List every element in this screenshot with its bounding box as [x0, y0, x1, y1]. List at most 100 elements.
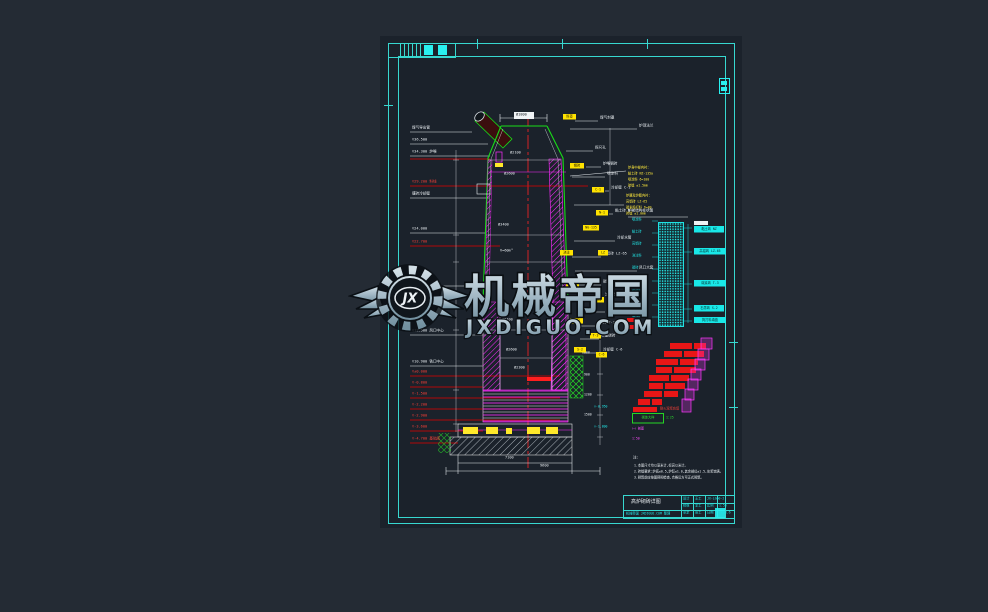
material-tag: 铁口 — [570, 318, 583, 324]
gear-icon: JX — [376, 264, 444, 332]
tb-cell: 比例 — [707, 503, 714, 508]
side-dim: 1200 — [584, 392, 592, 397]
elevation-label: ▽-4.700 基础底 — [412, 436, 441, 441]
column-item: 填充料 — [632, 313, 642, 318]
drawing-number: JX-LG60-2 — [707, 496, 725, 501]
column-item: 黏土砖 — [632, 229, 642, 234]
tb-cell: 2008.6 — [719, 510, 731, 515]
right-label: 煤气封罩 — [600, 115, 615, 120]
right-label: 渣口装置 — [605, 292, 620, 297]
material-tag: T-3 — [590, 333, 601, 339]
legend-line: 喷涂料 δ=100 — [628, 177, 650, 182]
left-label: 煤气导出管 — [412, 125, 431, 130]
section-scale: 1:50 — [632, 436, 640, 441]
elevation-label: ▽22.700 — [412, 239, 428, 244]
column-material-bar: 碳素砖 T-3 — [694, 280, 726, 287]
legend-line: 炉腰及炉腹内衬: — [626, 193, 651, 198]
volume-label: V=60m³ — [500, 248, 514, 253]
fold-tick — [729, 407, 738, 408]
side-dim: 900 — [584, 372, 590, 377]
right-label: 黏土砖 N-1 — [615, 208, 635, 213]
throat-dim-label: Ø1800 — [516, 112, 527, 117]
column-material-bar: 高铝砖 LZ-65 — [694, 248, 726, 255]
elevation-label: ▽-0.800 — [412, 380, 428, 385]
right-label: 冷却壁 C-1 — [611, 185, 631, 190]
column-item: 高铝砖 — [632, 241, 642, 246]
elevation-label: ▽-3.600 — [412, 424, 428, 429]
fold-tick — [729, 342, 738, 343]
column-item: 浇注料 — [632, 253, 642, 258]
elevation-label: ▽29.200 料线 — [412, 179, 437, 184]
column-item: 石墨砖 — [632, 277, 642, 282]
right-label: 铁口框 — [607, 306, 618, 311]
dim-text: Ø2300 — [514, 365, 525, 370]
elevation-label: ▽36.500 — [412, 137, 428, 142]
elevation-label: ▽34.300 炉喉 — [412, 149, 437, 154]
bottom-dim: 9600 — [540, 463, 549, 468]
right-label: 冷却水管 — [617, 235, 632, 240]
credit-text: 机械帝国 JXDIGUO.COM 整理 — [626, 511, 671, 516]
dim-text: Ø3100 — [502, 317, 513, 322]
title-block: 高炉砌砖详图 机械帝国 JXDIGUO.COM 整理 JX-LG60-2 设计 … — [623, 495, 735, 519]
fold-tick — [384, 105, 393, 106]
bottom-dim: 7100 — [505, 455, 514, 460]
revision-strip-col — [408, 44, 409, 57]
material-tag: 钢砖 — [570, 163, 584, 169]
column-item: 碳砖 — [632, 265, 639, 270]
tb-cell: 张工 — [695, 510, 702, 515]
dim-text: Ø2600 — [504, 171, 515, 176]
dim-text: Ø2100 — [510, 150, 521, 155]
section-label: Ⅰ—Ⅰ 剖面 — [632, 426, 645, 431]
revision-strip-col — [420, 44, 421, 57]
legend-line: 黏土砖 NZ-135a — [628, 171, 653, 176]
elevation-label: ▽-2.900 — [412, 413, 428, 418]
dim-text: Ø2600 — [506, 347, 517, 352]
right-label: 探尺孔 — [595, 145, 606, 150]
furnace-section-drawing — [410, 111, 713, 475]
right-label: 高铝砖 LZ-65 — [603, 251, 627, 256]
revision-strip-rule — [388, 57, 456, 58]
monogram-text: JX — [400, 292, 419, 307]
right-label: 碳素捣打料 — [603, 279, 622, 284]
cyan-elevation: ▽-1.800 — [594, 424, 608, 429]
elevation-label: ▽10.900 铁口中心 — [412, 359, 444, 364]
right-label: 冷却壁 C-6 — [603, 347, 623, 352]
material-tag: C-6 — [596, 352, 607, 358]
elevation-label: ▽-1.500 — [412, 391, 428, 396]
right-label: 喷涂料 — [607, 171, 618, 176]
column-item: 喷涂料 — [632, 217, 642, 222]
legend-line: 高铝砖 LZ-65 — [626, 199, 648, 204]
note-line: 3.砌筑前应按图预砌检查,合格后方可正式砌筑。 — [634, 475, 704, 480]
watermark-logo: JX 机械帝国 JXDIGUO.COM — [348, 264, 656, 340]
revision-strip-col — [400, 44, 401, 57]
elevation-label: ▽24.000 — [412, 226, 428, 231]
revision-strip-col — [455, 44, 456, 57]
tb-cell: 1:50 — [719, 503, 727, 508]
border-marker-box — [719, 78, 730, 94]
dim-text: Ø3400 — [498, 222, 509, 227]
side-dim: 600 — [584, 350, 590, 355]
tb-cell: 审定 — [683, 510, 690, 515]
material-tag: 渣口 — [592, 297, 604, 303]
right-label: 碳砖 T-3 — [599, 320, 615, 325]
stamp — [715, 508, 725, 518]
material-tag: N-1 — [596, 210, 608, 216]
column-material-bar: 黏土砖 NZ — [694, 226, 724, 233]
elevation-label: ▽-2.200 — [412, 402, 428, 407]
tb-cell: 日期 — [707, 510, 714, 515]
green-note-scale: 1:25 — [666, 415, 674, 420]
fold-tick — [647, 39, 648, 49]
note-line: 2.砖缝要求:炉底≤0.5,炉缸≤1.0,其余部位≤1.5,灰浆饱满。 — [634, 469, 723, 474]
column-material-bar: 捣打料填缝 — [694, 317, 726, 323]
revision-strip-cell — [424, 45, 433, 55]
domain-text: JXDIGUO.COM — [464, 316, 656, 339]
material-tag: 捣料 — [566, 283, 579, 289]
material-tag: NG-135 — [583, 225, 599, 231]
legend-line: 砖缝 ≤1.0mm — [626, 211, 646, 216]
material-tag: S-2 — [574, 347, 586, 353]
material-tag: 料罩 — [563, 114, 576, 120]
revision-strip-cell — [438, 45, 447, 55]
tb-cell: 王工 — [695, 496, 702, 501]
right-label: 风口大套 — [639, 265, 654, 270]
column-legend-title: 炉衬结构柱状图 — [628, 208, 654, 213]
